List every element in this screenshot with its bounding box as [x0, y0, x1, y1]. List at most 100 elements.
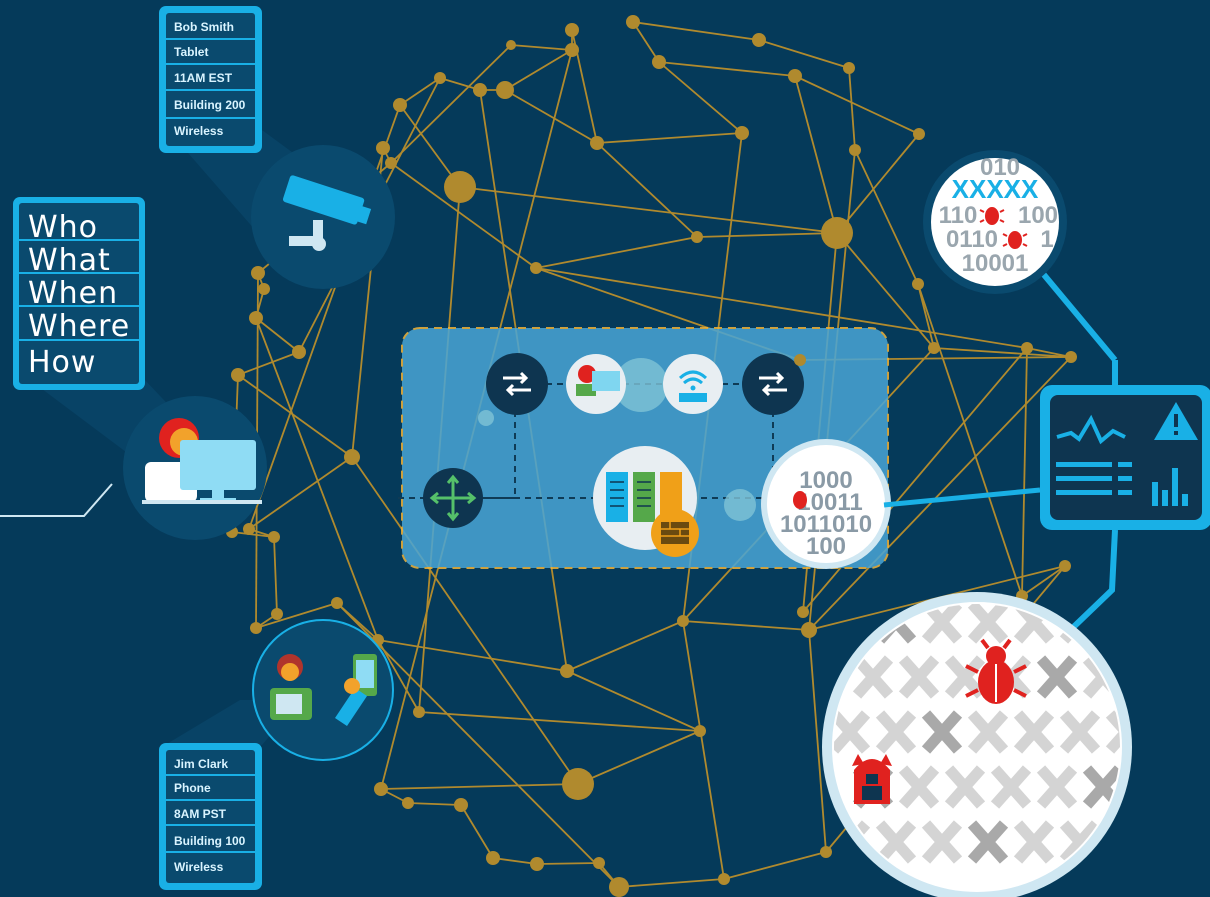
network-node: [718, 873, 730, 885]
binary-line: 010: [980, 154, 1020, 181]
network-edge: [618, 878, 725, 888]
network-node: [374, 782, 388, 796]
network-node: [402, 797, 414, 809]
desktop-user-icon[interactable]: [123, 396, 267, 540]
profile-location: Building 200: [174, 98, 246, 112]
network-node: [1021, 342, 1033, 354]
network-edge: [836, 232, 935, 349]
network-edge: [808, 629, 827, 853]
blocked-x-mark: [967, 820, 1009, 864]
wireless-access-point-icon[interactable]: [663, 354, 723, 414]
network-node: [486, 851, 500, 865]
network-edge: [917, 283, 1023, 597]
network-edge: [658, 61, 743, 134]
network-edge: [682, 620, 725, 880]
blocked-x-mark: [921, 820, 963, 864]
traffic-inspection-magnifier[interactable]: 1000 10011 1011010 100: [761, 439, 891, 569]
binary-line: 1011010: [780, 511, 872, 538]
network-node: [1059, 560, 1071, 572]
malware-monster-icon: [852, 754, 892, 804]
analytics-dashboard-icon[interactable]: [1040, 385, 1210, 530]
switch-icon[interactable]: [742, 353, 804, 415]
network-edge: [596, 132, 743, 144]
network-edge: [933, 347, 1072, 358]
network-node: [434, 72, 446, 84]
network-node: [797, 606, 809, 618]
binary-line: 0110: [946, 226, 998, 253]
network-edge: [504, 49, 573, 91]
connector-line: [0, 483, 113, 517]
user-profile-card: Jim Clark Phone 8AM PST Building 100 Wir…: [159, 743, 262, 890]
binary-line: 1000: [799, 467, 852, 494]
security-camera-icon[interactable]: [251, 145, 395, 289]
network-node: [268, 531, 280, 543]
network-edge: [255, 317, 379, 641]
network-edge: [632, 21, 760, 41]
network-edge: [504, 89, 598, 144]
network-node: [393, 98, 407, 112]
network-edge: [758, 39, 850, 69]
blocked-x-mark: [898, 655, 940, 699]
network-node: [473, 83, 487, 97]
blocked-x-mark: [852, 655, 894, 699]
profile-name: Jim Clark: [174, 757, 228, 771]
binary-line: 100: [1018, 202, 1058, 229]
magnifier-connector: [883, 487, 1041, 508]
blocked-x-mark: [875, 710, 917, 754]
network-edge: [336, 602, 620, 888]
network-edge: [566, 670, 701, 732]
network-node: [231, 368, 245, 382]
router-icon[interactable]: [423, 468, 483, 528]
question-how: How: [28, 345, 96, 380]
bar-chart-icon: [1152, 468, 1188, 506]
network-node: [626, 15, 640, 29]
network-node: [590, 136, 604, 150]
network-node: [444, 171, 476, 203]
network-edge: [255, 602, 338, 629]
network-edge: [1021, 347, 1028, 597]
network-edge: [535, 236, 698, 269]
blocked-x-mark: [1013, 710, 1055, 754]
threat-binary-magnifier[interactable]: 010 XXXXX 110 100 0110 1 10001: [923, 150, 1067, 294]
profile-connection: Wireless: [174, 124, 224, 138]
question-where: Where: [28, 309, 130, 344]
fabric-node: [478, 410, 494, 426]
network-node: [794, 354, 806, 366]
switch-icon[interactable]: [486, 353, 548, 415]
blocked-x-mark: [875, 820, 917, 864]
binary-line: 10011: [797, 489, 862, 516]
network-edge: [390, 44, 512, 164]
network-edge: [380, 783, 579, 790]
bug-icon: [979, 207, 1005, 225]
context-questions-card: Who What When Where How: [13, 197, 145, 390]
network-edge: [723, 851, 827, 880]
blocked-x-mark: [1036, 655, 1078, 699]
network-edge: [399, 104, 461, 188]
activity-line: [1056, 414, 1126, 445]
network-node: [376, 141, 390, 155]
network-node: [677, 615, 689, 627]
network-node: [560, 664, 574, 678]
network-edge: [836, 133, 920, 234]
network-node: [820, 846, 832, 858]
network-node: [385, 157, 397, 169]
network-node: [292, 345, 306, 359]
mobile-users-icon[interactable]: [252, 619, 394, 761]
network-edge: [351, 456, 579, 785]
network-edge: [658, 61, 796, 77]
bug-icon: [793, 491, 807, 509]
profile-time: 11AM EST: [174, 71, 233, 85]
network-edge: [377, 639, 568, 672]
network-edge: [696, 232, 838, 238]
network-node: [258, 283, 270, 295]
network-node: [454, 798, 468, 812]
binary-line: XXXXX: [952, 174, 1039, 204]
desktop-user-icon[interactable]: [566, 354, 626, 414]
network-node: [928, 342, 940, 354]
blocked-x-mark: [834, 710, 871, 754]
network-node: [849, 144, 861, 156]
network-node: [801, 622, 817, 638]
network-node: [752, 33, 766, 47]
blocked-x-mark: [967, 710, 1009, 754]
network-node: [788, 69, 802, 83]
